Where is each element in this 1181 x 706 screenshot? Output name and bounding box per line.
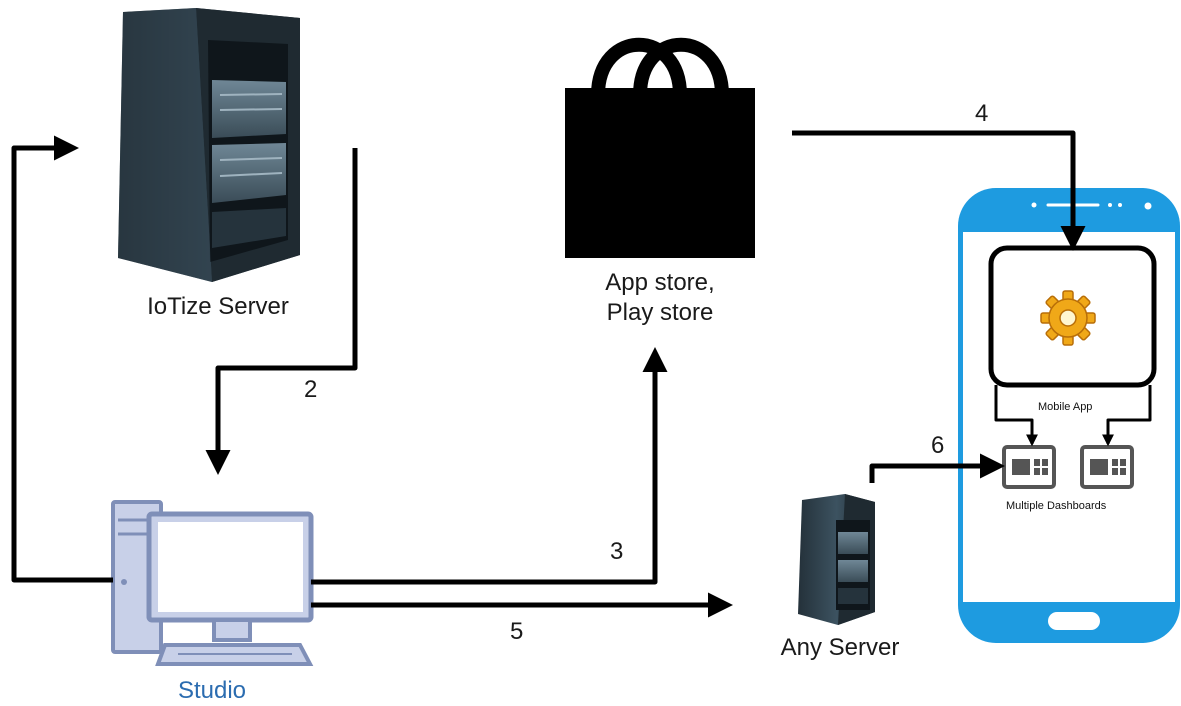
arrow-step-6 <box>869 453 1005 483</box>
dashboards-label: Multiple Dashboards <box>1006 500 1107 512</box>
iotize-server-icon <box>118 8 300 282</box>
store-label-line-2: Play store <box>606 299 714 326</box>
mobile-app-label: Mobile App <box>1038 401 1093 413</box>
arrow-step-2 <box>205 148 358 475</box>
arrow-app-to-dashboard-2 <box>1102 385 1152 447</box>
any-server-icon <box>798 494 875 625</box>
arrow-step-3 <box>311 347 668 585</box>
step-2-label: 2 <box>304 376 318 403</box>
studio-label: Studio <box>177 677 247 704</box>
store-bag-icon <box>565 37 755 258</box>
step-6-label: 6 <box>931 432 945 459</box>
dashboard-icon <box>1002 445 1056 489</box>
store-label-line-1: App store, <box>605 269 715 296</box>
arrow-studio-to-iotize <box>11 135 113 583</box>
step-4-label: 4 <box>975 100 989 127</box>
arrow-step-4 <box>792 130 1086 251</box>
gear-icon <box>1040 290 1096 346</box>
step-3-label: 3 <box>610 538 624 565</box>
step-5-label: 5 <box>510 618 524 645</box>
arrow-app-to-dashboard-1 <box>994 385 1038 447</box>
studio-computer-icon <box>111 500 314 666</box>
dashboard-icon <box>1080 445 1134 489</box>
iotize-server-label: IoTize Server <box>147 293 289 320</box>
any-server-label: Any Server <box>780 634 900 661</box>
